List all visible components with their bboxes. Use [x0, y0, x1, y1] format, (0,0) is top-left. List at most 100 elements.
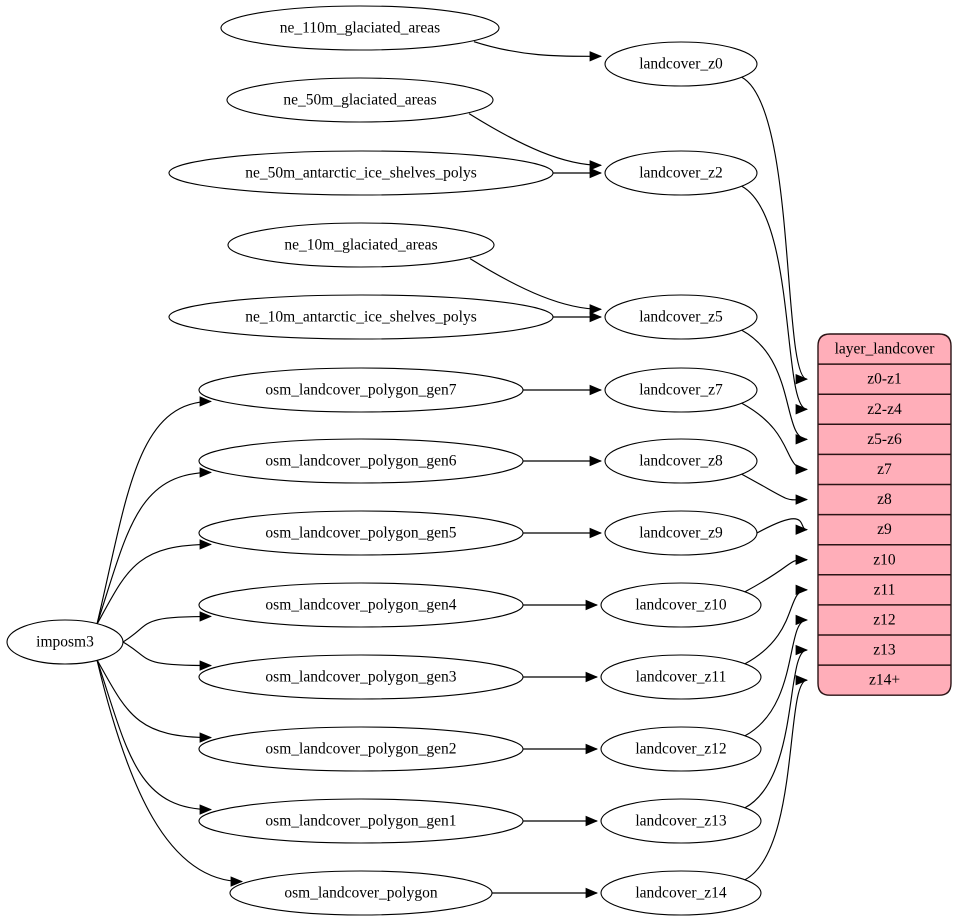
node-label: landcover_z2	[639, 165, 723, 182]
layer-table-row-z2-z4[interactable]: z2-z4	[867, 401, 902, 418]
node-imposm3[interactable]: imposm3	[6, 619, 124, 665]
node-osm_landcover_polygon_gen7[interactable]: osm_landcover_polygon_gen7	[198, 367, 524, 413]
edge-arrowhead	[795, 434, 809, 445]
node-landcover_z14[interactable]: landcover_z14	[600, 870, 762, 916]
edge-arrowhead	[795, 674, 809, 686]
node-landcover_z0[interactable]: landcover_z0	[604, 41, 758, 87]
layer-table-header: layer_landcover	[835, 341, 936, 358]
edge-arrowhead	[589, 455, 603, 467]
edge-ne_110m_glaciated_areas-to-landcover_z0	[473, 41, 602, 57]
layer-table-row-z13[interactable]: z13	[873, 642, 896, 659]
layer-table-row-z7[interactable]: z7	[877, 461, 892, 478]
node-ellipse	[600, 582, 762, 628]
node-ellipse	[600, 798, 762, 844]
node-landcover_z7[interactable]: landcover_z7	[604, 367, 758, 413]
node-ellipse	[600, 870, 762, 916]
edge-arrowhead	[585, 599, 599, 611]
edge-arrowhead	[199, 396, 213, 407]
layer-table-row-z14+[interactable]: z14+	[869, 672, 900, 689]
node-osm_landcover_polygon_gen1[interactable]: osm_landcover_polygon_gen1	[198, 798, 524, 844]
layer-table-row-z5-z6[interactable]: z5-z6	[867, 431, 902, 448]
node-label: landcover_z11	[636, 669, 727, 686]
node-ellipse	[198, 510, 524, 556]
node-label: ne_110m_glaciated_areas	[280, 20, 440, 37]
edge-arrowhead	[589, 160, 603, 171]
edge-arrowhead	[795, 464, 809, 475]
node-landcover_z12[interactable]: landcover_z12	[600, 726, 762, 772]
node-ellipse	[604, 438, 758, 484]
node-ne_50m_glaciated_areas[interactable]: ne_50m_glaciated_areas	[226, 77, 494, 123]
edge-imposm3-to-osm_landcover_polygon_gen2	[96, 659, 212, 739]
node-ellipse	[600, 654, 762, 700]
node-osm_landcover_polygon_gen4[interactable]: osm_landcover_polygon_gen4	[198, 582, 524, 628]
node-label: ne_50m_antarctic_ice_shelves_polys	[245, 165, 477, 182]
node-ellipse	[198, 654, 524, 700]
edge-imposm3-to-osm_landcover_polygon_gen6	[96, 471, 212, 625]
layer-table-row-z10[interactable]: z10	[873, 551, 896, 568]
node-ne_10m_antarctic_ice_shelves_polys[interactable]: ne_10m_antarctic_ice_shelves_polys	[168, 294, 554, 340]
node-label: landcover_z5	[639, 309, 723, 326]
node-label: osm_landcover_polygon_gen7	[265, 382, 456, 399]
edge-arrowhead	[199, 467, 213, 478]
node-landcover_z13[interactable]: landcover_z13	[600, 798, 762, 844]
node-ellipse	[168, 150, 554, 196]
node-label: osm_landcover_polygon_gen5	[265, 525, 456, 542]
layer-table-row-z12[interactable]: z12	[873, 612, 895, 629]
node-landcover_z5[interactable]: landcover_z5	[604, 294, 758, 340]
node-layer: imposm3 ne_110m_glaciated_areas ne_50m_gla…	[6, 5, 762, 916]
node-label: landcover_z13	[635, 813, 726, 830]
node-label: osm_landcover_polygon	[284, 885, 438, 902]
edge-ne_10m_glaciated_areas-to-landcover_z5	[469, 258, 602, 310]
edge-arrowhead	[199, 732, 213, 743]
node-ellipse	[198, 726, 524, 772]
node-label: ne_10m_glaciated_areas	[284, 237, 437, 254]
node-ne_10m_glaciated_areas[interactable]: ne_10m_glaciated_areas	[227, 222, 495, 268]
edge-arrowhead	[585, 743, 599, 755]
edge-arrowhead	[589, 527, 603, 539]
edge-imposm3-to-osm_landcover_polygon_gen3	[122, 641, 212, 667]
node-ne_50m_antarctic_ice_shelves_polys[interactable]: ne_50m_antarctic_ice_shelves_polys	[168, 150, 554, 196]
edge-arrowhead	[589, 304, 603, 315]
edge-arrowhead	[795, 524, 809, 535]
layer-landcover-table: layer_landcover z0-z1 z2-z4 z5-z6 z7 z8 z9 z10 z…	[817, 333, 952, 696]
node-label: landcover_z10	[635, 597, 726, 614]
node-ellipse	[604, 41, 758, 87]
node-osm_landcover_polygon_gen5[interactable]: osm_landcover_polygon_gen5	[198, 510, 524, 556]
node-ellipse	[198, 438, 524, 484]
edge-imposm3-to-osm_landcover_polygon_gen4	[122, 615, 212, 643]
node-landcover_z10[interactable]: landcover_z10	[600, 582, 762, 628]
edge-arrowhead	[585, 815, 599, 827]
node-osm_landcover_polygon[interactable]: osm_landcover_polygon	[229, 870, 493, 916]
node-landcover_z11[interactable]: landcover_z11	[600, 654, 762, 700]
node-label: landcover_z12	[635, 741, 726, 758]
node-ne_110m_glaciated_areas[interactable]: ne_110m_glaciated_areas	[220, 5, 500, 51]
node-landcover_z8[interactable]: landcover_z8	[604, 438, 758, 484]
node-ellipse	[198, 582, 524, 628]
node-label: landcover_z0	[639, 56, 723, 73]
edge-arrowhead	[589, 311, 603, 323]
layer-table-row-z9[interactable]: z9	[877, 521, 892, 538]
node-ellipse	[604, 294, 758, 340]
node-ellipse	[198, 798, 524, 844]
node-landcover_z2[interactable]: landcover_z2	[604, 150, 758, 196]
edge-arrowhead	[795, 584, 809, 596]
edge-arrowhead	[230, 876, 244, 887]
node-label: imposm3	[36, 634, 94, 651]
node-osm_landcover_polygon_gen2[interactable]: osm_landcover_polygon_gen2	[198, 726, 524, 772]
node-ellipse	[227, 222, 495, 268]
node-landcover_z9[interactable]: landcover_z9	[604, 510, 758, 556]
layer-table-row-z8[interactable]: z8	[877, 491, 892, 508]
edge-arrowhead	[795, 373, 809, 385]
layer-table-row-z11[interactable]: z11	[874, 581, 896, 598]
edge-arrowhead	[795, 614, 809, 626]
node-label: osm_landcover_polygon_gen6	[265, 453, 456, 470]
node-label: landcover_z8	[639, 453, 723, 470]
node-osm_landcover_polygon_gen6[interactable]: osm_landcover_polygon_gen6	[198, 438, 524, 484]
edge-arrowhead	[199, 539, 213, 550]
node-osm_landcover_polygon_gen3[interactable]: osm_landcover_polygon_gen3	[198, 654, 524, 700]
edge-arrowhead	[589, 51, 603, 62]
layer-table-row-z0-z1[interactable]: z0-z1	[867, 371, 901, 388]
edge-ne_50m_glaciated_areas-to-landcover_z2	[468, 113, 602, 166]
edge-imposm3-to-osm_landcover_polygon_gen5	[96, 543, 212, 625]
